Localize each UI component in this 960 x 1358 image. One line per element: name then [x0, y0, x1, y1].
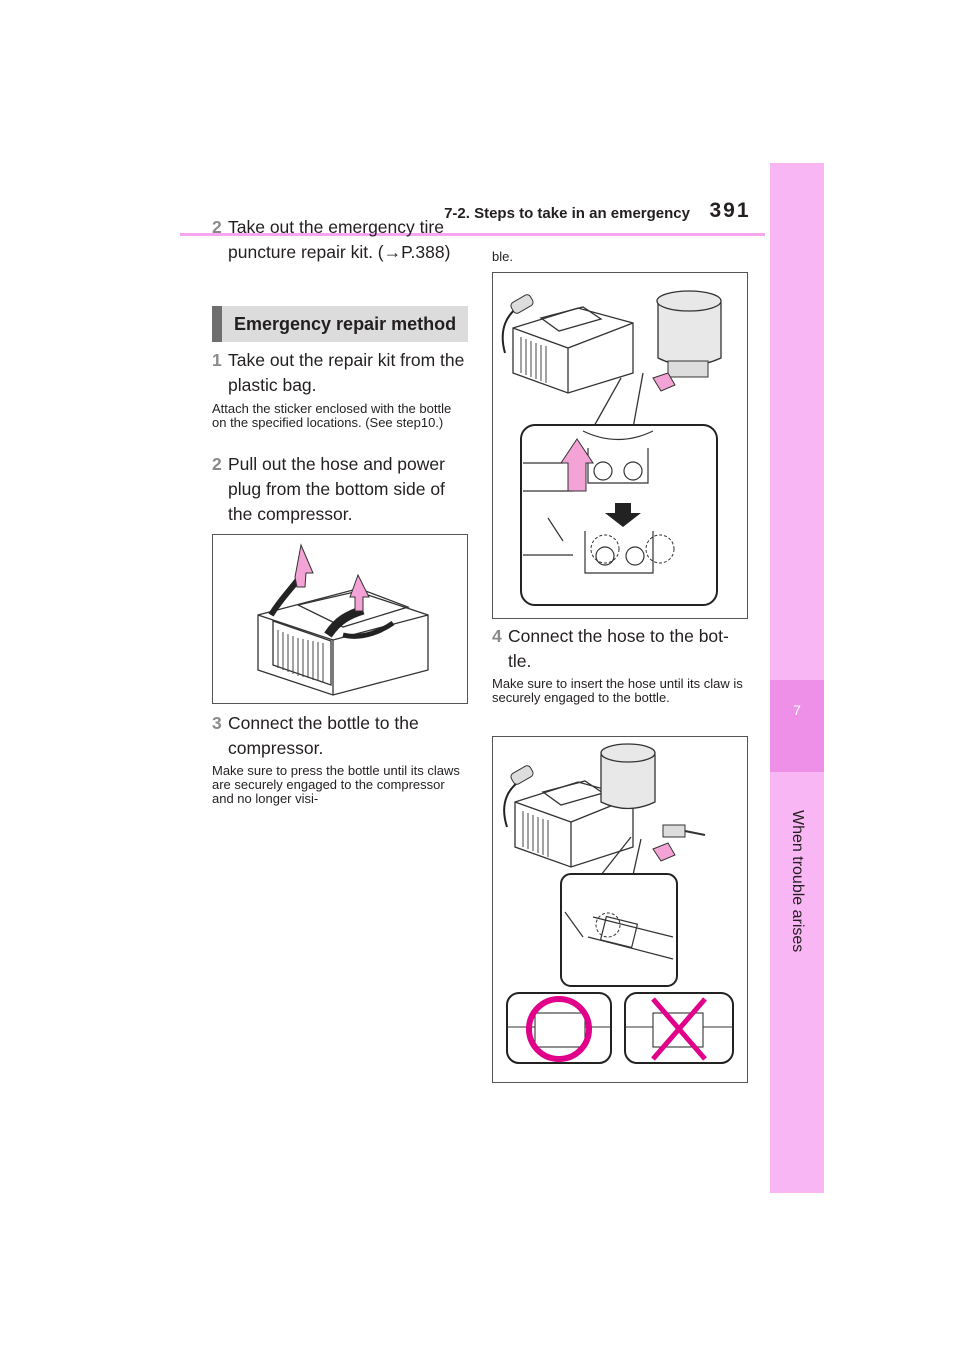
figure-connect-hose	[492, 736, 748, 1083]
down-arrow-icon	[605, 503, 641, 527]
figure-connect-bottle	[492, 272, 748, 619]
step-3-note: Make sure to press the bottle until its …	[212, 763, 460, 806]
header-rule	[180, 233, 765, 236]
section-heading: Emergency repair method	[212, 306, 468, 342]
chapter-side-tab	[770, 163, 824, 1193]
step-4-note: Make sure to insert the hose until its c…	[492, 676, 743, 705]
up-arrow-icon	[294, 543, 370, 612]
page-number: 391	[709, 199, 751, 222]
up-arrow-icon	[560, 438, 594, 492]
figure-pull-out-hose	[212, 534, 468, 704]
correct-circle-icon	[526, 996, 592, 1062]
step-3-note-continued: ble.	[492, 249, 513, 264]
chapter-number: 7	[793, 702, 801, 718]
step-1-note: Attach the sticker enclosed with the bot…	[212, 401, 452, 430]
chapter-number-block	[770, 680, 824, 772]
incorrect-cross-icon	[651, 997, 707, 1061]
chapter-title: When trouble arises	[789, 810, 806, 953]
section-title: 7-2. Steps to take in an emergency	[444, 205, 690, 222]
